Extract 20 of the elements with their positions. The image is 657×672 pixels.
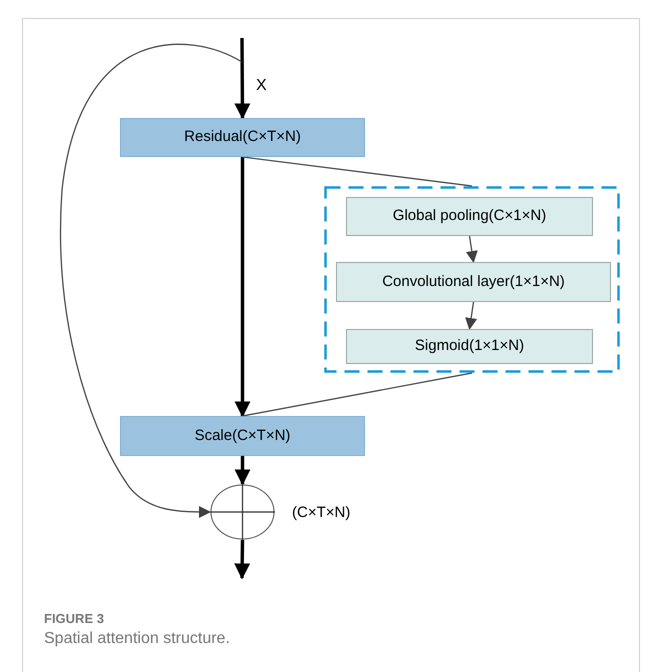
arrow (466, 236, 478, 263)
caption: Spatial attention structure. (44, 629, 230, 649)
dimension-label: (C×T×N) (292, 503, 350, 523)
arrow (60, 44, 242, 518)
process-box: Convolutional layer(1×1×N) (336, 262, 611, 302)
process-box: Global pooling(C×1×N) (346, 197, 593, 236)
edge-label: X (256, 76, 267, 96)
figure-number: FIGURE 3 (44, 610, 104, 628)
arrow (234, 540, 250, 580)
process-box: Sigmoid(1×1×N) (346, 329, 593, 364)
connector-line (242, 372, 472, 417)
arrow (465, 302, 478, 330)
arrow (234, 38, 250, 120)
process-box: Scale(C×T×N) (120, 416, 365, 456)
dashed-group-box (324, 186, 620, 373)
process-box: Residual(C×T×N) (120, 118, 365, 157)
connector-line (242, 156, 472, 187)
arrow (234, 456, 250, 486)
arrow (234, 157, 250, 418)
sum-circle (210, 484, 275, 540)
